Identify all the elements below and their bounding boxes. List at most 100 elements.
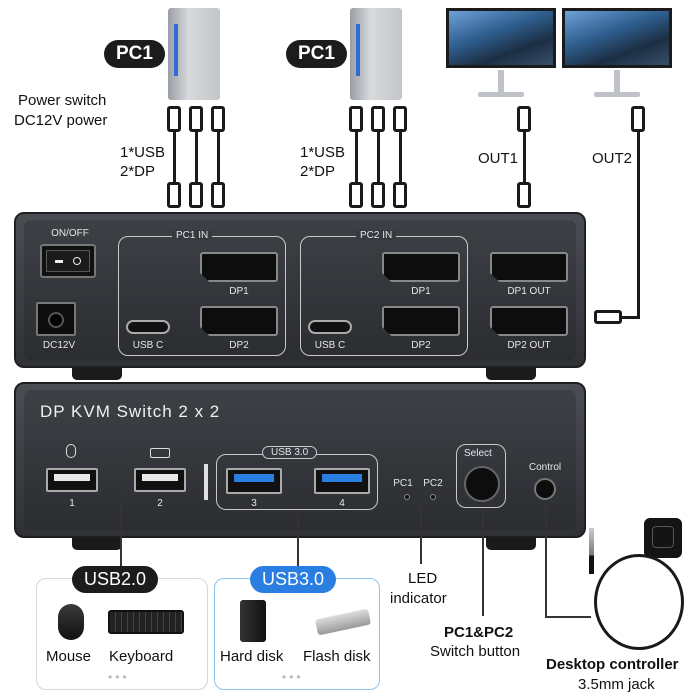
cable-left-label-line2: 2*DP	[120, 163, 156, 180]
select-button-frame	[456, 444, 506, 508]
controller-cable	[594, 554, 684, 650]
cable-connector	[371, 182, 385, 208]
out2-label: OUT2	[592, 150, 633, 167]
usb3-port-3	[226, 468, 282, 494]
pc1-dp1-label: DP1	[229, 286, 249, 297]
rocker-mark	[73, 257, 81, 265]
rocker-mark	[55, 260, 63, 263]
dp2-out-port	[490, 306, 568, 336]
cable-line	[355, 132, 358, 182]
pc2-usbc-port	[308, 320, 352, 334]
pc1-usbc-port	[126, 320, 170, 334]
pc1-badge-right: PC1	[286, 40, 347, 68]
front-foot-left	[72, 538, 122, 550]
flash-disk-label: Flash disk	[303, 648, 371, 665]
cable-line	[195, 132, 198, 182]
dc-jack-hole	[48, 312, 64, 328]
pc1-dp1-port	[200, 252, 278, 282]
hard-disk-icon	[240, 600, 266, 642]
keyboard-label: Keyboard	[109, 648, 174, 665]
leader-line	[545, 502, 547, 618]
pc1-led-label: PC1	[393, 478, 413, 489]
cable-connector	[167, 182, 181, 208]
pc2-dp1-port	[382, 252, 460, 282]
dp1-out-label: DP1 OUT	[507, 286, 551, 297]
on-off-label: ON/OFF	[51, 228, 89, 239]
cable-line	[637, 132, 640, 318]
led-indicator-line2: indicator	[390, 590, 447, 607]
keyboard-product-icon	[108, 610, 184, 634]
usb20-dots: •••	[108, 670, 130, 684]
cable-line	[399, 132, 402, 182]
dp1-out-port	[490, 252, 568, 282]
usb2-port-2	[134, 468, 186, 492]
pc1-usbc-label: USB C	[132, 340, 164, 351]
port-4-label: 4	[339, 498, 345, 509]
select-label: Select	[460, 448, 496, 459]
monitor-right-base	[594, 92, 640, 97]
control-jack	[534, 478, 556, 500]
dp2-out-label: DP2 OUT	[507, 340, 551, 351]
pc2-dp2-port	[382, 306, 460, 336]
pc2-in-label: PC2 IN	[356, 230, 397, 241]
leader-line	[545, 616, 591, 618]
cable-line	[622, 316, 640, 319]
leader-line	[120, 484, 122, 576]
pc1-dp2-label: DP2	[229, 340, 249, 351]
cable-line	[377, 132, 380, 182]
switch-button-line1: PC1&PC2	[444, 624, 514, 641]
led-indicator-line1: LED	[408, 570, 438, 587]
pc1-dp2-port	[200, 306, 278, 336]
cable-connector	[517, 106, 531, 132]
dc-jack	[36, 302, 76, 336]
monitor-left-base	[478, 92, 524, 97]
pc-tower-left	[168, 8, 220, 100]
cable-connector	[189, 106, 203, 132]
port-2-label: 2	[157, 498, 163, 509]
cable-connector	[349, 106, 363, 132]
usb30-dots: •••	[282, 670, 304, 684]
leader-line	[420, 502, 422, 564]
usb20-badge: USB2.0	[72, 566, 159, 593]
monitor-left-stand	[498, 70, 504, 92]
mouse-label: Mouse	[46, 648, 92, 665]
cable-connector	[517, 182, 531, 208]
port-1-label: 1	[69, 498, 75, 509]
cable-connector	[189, 182, 203, 208]
keyboard-icon	[150, 448, 170, 458]
device-title: DP KVM Switch 2 x 2	[40, 402, 221, 421]
switch-button-line2: Switch button	[430, 643, 521, 660]
cable-connector	[371, 106, 385, 132]
cable-mid-label-line1: 1*USB	[300, 144, 346, 161]
leader-line	[297, 510, 299, 576]
monitor-left	[446, 8, 556, 68]
desktop-controller-line1: Desktop controller	[546, 656, 679, 673]
pc1-in-label: PC1 IN	[172, 230, 213, 241]
pc2-usbc-label: USB C	[314, 340, 346, 351]
select-button[interactable]	[464, 466, 500, 502]
controller-puck-icon	[644, 518, 682, 558]
cable-connector	[211, 106, 225, 132]
rear-foot-left	[72, 368, 122, 380]
front-panel	[14, 382, 586, 538]
cable-line	[217, 132, 220, 182]
cable-mid-label-line2: 2*DP	[300, 163, 336, 180]
cable-line	[173, 132, 176, 182]
cable-connector	[631, 106, 645, 132]
mouse-icon	[66, 444, 76, 458]
usb2-port-1	[46, 468, 98, 492]
cable-connector	[594, 310, 622, 324]
desktop-controller-line2: 3.5mm jack	[578, 676, 655, 693]
cable-left-label-line1: 1*USB	[120, 144, 166, 161]
hard-disk-label: Hard disk	[220, 648, 284, 665]
mouse-product-icon	[58, 604, 84, 640]
usb3-port-4	[314, 468, 370, 494]
pc-tower-right	[350, 8, 402, 100]
port-3-label: 3	[251, 498, 257, 509]
pc2-led	[430, 494, 436, 500]
rear-foot-right	[486, 368, 536, 380]
pc2-led-label: PC2	[423, 478, 443, 489]
pc2-dp1-label: DP1	[411, 286, 431, 297]
power-switch[interactable]	[40, 244, 96, 278]
front-foot-right	[486, 538, 536, 550]
